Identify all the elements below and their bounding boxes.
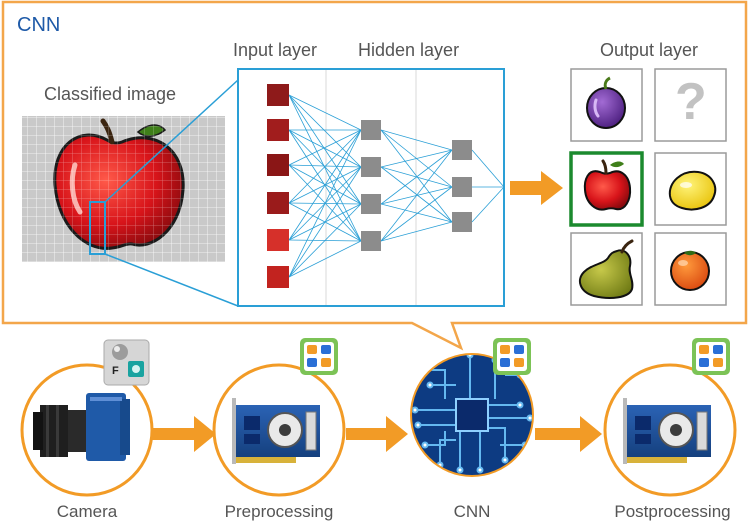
hidden-layer-label: Hidden layer (358, 40, 460, 60)
network-edge (471, 149, 505, 188)
input-node (267, 229, 289, 251)
neural-network (237, 68, 505, 307)
circuit-pad (421, 441, 429, 449)
hidden-node (452, 140, 472, 160)
network-edge (471, 186, 505, 223)
network-edge (380, 129, 453, 151)
circuit-pad (426, 381, 434, 389)
camera-badge-letter: F (112, 365, 119, 377)
network-edge (380, 149, 453, 205)
circuit-pad (412, 406, 419, 414)
stage-label-postprocessing: Postprocessing (614, 502, 731, 521)
arrow-camera-to-preprocessing (152, 416, 216, 452)
hidden-node (361, 194, 381, 214)
circuit-pad (501, 456, 509, 464)
network-edge (288, 129, 362, 204)
panel-title: CNN (17, 14, 61, 36)
orange-icon (670, 250, 710, 291)
output-grid (569, 68, 727, 306)
cnn-stage (410, 338, 534, 477)
network-edge (380, 203, 453, 223)
network-edge (288, 203, 362, 278)
network-edge (288, 129, 362, 278)
network-edge (288, 129, 362, 168)
network-edge (288, 240, 362, 278)
network-edge (380, 186, 453, 242)
arrow-cnn-to-postprocessing (535, 416, 602, 452)
gpu-board-icon (232, 398, 320, 464)
arrow-preprocessing-to-cnn (346, 416, 408, 452)
circuit-trace (425, 431, 446, 446)
network-edge (288, 129, 362, 241)
pear-icon (578, 239, 634, 299)
classified-image-label: Classified image (44, 84, 177, 104)
network-edge (380, 166, 453, 223)
camera-driver-badge (103, 339, 150, 386)
network-edge (288, 166, 362, 278)
network-edge (380, 221, 453, 242)
network-edge (380, 149, 453, 242)
stage-label-preprocessing: Preprocessing (224, 502, 334, 521)
processing-badge (300, 338, 338, 375)
apple-icon (583, 159, 632, 211)
circuit-pad (516, 401, 524, 409)
circuit-pad (456, 466, 464, 474)
network-edge (288, 94, 362, 131)
question-mark-icon: ? (675, 73, 707, 131)
stage-label-cnn: CNN (453, 502, 491, 521)
gpu-board-icon (623, 398, 711, 464)
hidden-node (361, 120, 381, 140)
camera-stage (20, 339, 154, 497)
network-edge (380, 129, 453, 223)
hidden-node (361, 157, 381, 177)
circuit-pad (414, 421, 422, 429)
hidden-node (452, 212, 472, 232)
input-node (267, 192, 289, 214)
circuit-pad (466, 355, 474, 359)
input-layer-label: Input layer (233, 40, 318, 60)
stage-label-camera: Camera (56, 502, 118, 521)
circuit-trace (439, 439, 456, 465)
processing-badge (692, 338, 730, 375)
plum-icon (586, 76, 626, 129)
network-edge (288, 129, 362, 166)
network-edge (380, 149, 453, 168)
output-layer-label: Output layer (600, 40, 699, 60)
circuit-pad (476, 466, 484, 474)
output-arrow (510, 171, 563, 205)
classified-image (22, 79, 239, 307)
processing-badge (493, 338, 531, 375)
input-node (267, 154, 289, 176)
output-cell-unknown (654, 68, 727, 142)
camera-icon (33, 393, 130, 461)
input-node (267, 119, 289, 141)
circuit-trace (488, 427, 506, 460)
hidden-node (452, 177, 472, 197)
postprocessing-stage (603, 338, 737, 497)
circuit-pad (526, 414, 532, 422)
input-node (267, 84, 289, 106)
preprocessing-stage (212, 338, 346, 497)
hidden-node (361, 231, 381, 251)
circuit-pad (416, 366, 424, 374)
input-node (267, 266, 289, 288)
lemon-icon (668, 170, 717, 211)
